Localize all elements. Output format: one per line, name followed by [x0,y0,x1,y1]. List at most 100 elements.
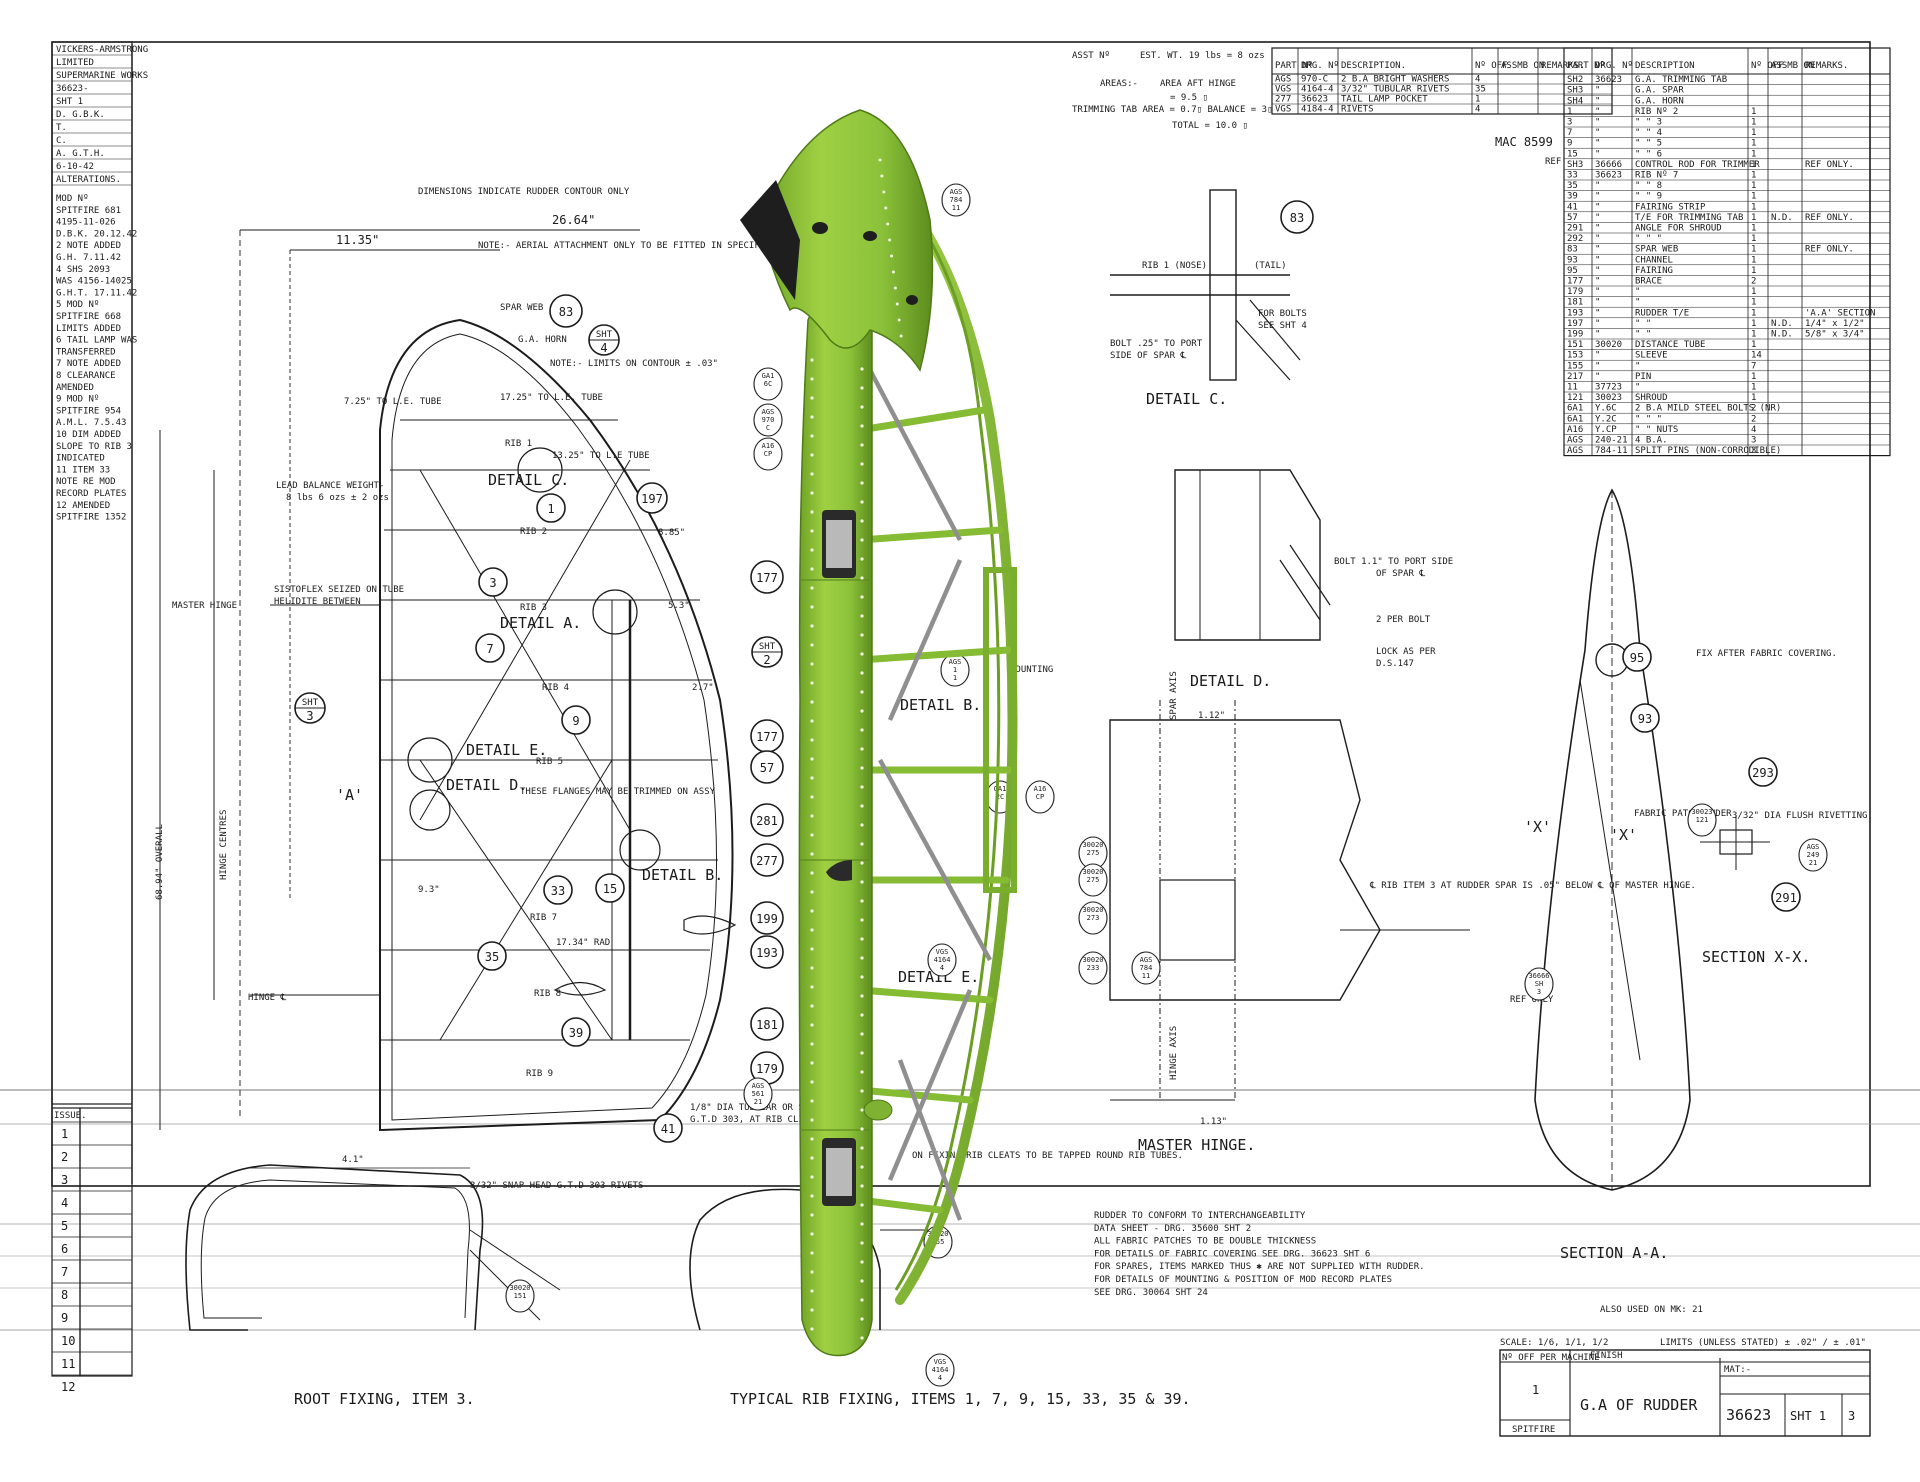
item-balloon-number: 281 [756,814,778,828]
table-header-cell: REMARKS. [1805,61,1848,71]
detail-b2-callout: DETAIL B. [900,696,981,714]
dim-11-35: 11.35" [336,233,379,247]
revision-note-line: RECORD PLATES [56,489,126,499]
revision-note-line: LIMITS ADDED [56,324,121,334]
item-balloon-number: 41 [661,1122,675,1136]
item-balloon: 9 [561,705,591,735]
material-label: MAT:- [1724,1365,1751,1375]
hinge-centres-dim: HINGE CENTRES [219,810,229,880]
reference-balloon-text: 6C [764,380,772,388]
table-cell: 3 [1751,446,1756,456]
table-cell: 1 [1751,383,1756,393]
sheet-label-text: SHT [302,698,319,708]
table-cell: REF ONLY. [1805,213,1854,223]
item-balloon-number: 277 [756,854,778,868]
item-balloon-number: 197 [641,492,663,506]
reference-balloon-text: 561 [752,1090,765,1098]
dim-5-3: 5.3" [668,601,690,611]
two-per-bolt: 2 PER BOLT [1376,615,1431,625]
item-balloon-number: 35 [485,950,499,964]
table-cell: " " 5 [1635,139,1662,149]
reference-balloon-text: AGS [752,1082,765,1090]
table-cell: 177 [1567,277,1583,287]
revision-note-line: D.B.K. 20.12.42 [56,229,137,239]
master-hinge-label: MASTER HINGE [172,601,237,611]
rib9-label: RIB 9 [526,1069,553,1079]
trim-tab-frame [983,567,1017,893]
table-cell: VGS [1275,105,1291,115]
dim-17-25: 17.25" TO L.E. TUBE [500,393,603,403]
table-cell: 7 [1567,128,1572,138]
table-cell: 35 [1567,181,1578,191]
table-cell: 240-21 [1595,436,1628,446]
reference-balloon-text: 3 [1537,988,1541,996]
table-cell: REF ONLY. [1805,160,1854,170]
revision-header-line: A. G.T.H. [56,149,105,159]
rib5-label: RIB 5 [536,757,563,767]
table-cell: 36666 [1595,160,1622,170]
issue-number: 11 [61,1357,75,1371]
title-block: Nº OFF PER MACHINE 1 SPITFIRE FINISH G.A… [1499,1305,1871,1437]
table-cell: 41 [1567,202,1578,212]
table-cell: " [1595,255,1600,265]
spar-web-label: SPAR WEB [500,303,543,313]
table-cell: 121 [1567,393,1583,403]
sistoflex-note: SISTOFLEX SEIZED ON TUBE [274,585,404,595]
table-cell: 'A.A' SECTION [1805,308,1875,318]
table-cell: " [1595,107,1600,117]
reference-balloon-text: 2C [996,793,1004,801]
item-balloon: 41 [653,1113,683,1143]
bottom-view-titles: ROOT FIXING, ITEM 3. TYPICAL RIB FIXING,… [294,1390,1191,1408]
table-cell: 1 [1751,149,1756,159]
table-cell: SLEEVE [1635,351,1668,361]
reference-balloon-text: 30020 [509,1284,530,1292]
detail-d-view [1174,469,1331,641]
reference-balloon-text: SH [1535,980,1543,988]
table-cell: " [1595,86,1600,96]
item-balloon-number: 1 [547,502,554,516]
reference-balloon-text: 21 [754,1098,762,1106]
revision-note-line: 10 DIM ADDED [56,430,121,440]
reference-balloon-text: 275 [1087,876,1100,884]
general-note-line: FOR DETAILS OF MOUNTING & POSITION OF MO… [1094,1275,1392,1285]
revision-note-line: 6 TAIL LAMP WAS [56,336,137,346]
table-cell: 1 [1751,308,1756,318]
hinge-axis-label: HINGE AXIS [1169,1026,1179,1080]
table-cell: " " 8 [1635,181,1662,191]
dim-1-13: 1.13" [1200,1117,1227,1127]
table-cell: 36623 [1301,95,1328,105]
item-balloon-number: 15 [603,882,617,896]
rib-note: ℄ RIB ITEM 3 AT RUDDER SPAR IS .05" BELO… [1369,881,1696,891]
table-cell: Y.2C [1595,414,1617,424]
table-cell: Y.CP [1595,425,1617,435]
section-xx-title: SECTION X-X. [1702,948,1810,966]
reference-balloon-text: 233 [1087,964,1100,972]
reference-balloon-text: 4 [940,964,944,972]
table-cell: 4 B.A. [1635,436,1668,446]
table-cell: " [1595,213,1600,223]
est-weight: EST. WT. 19 lbs = 8 ozs [1140,51,1265,61]
table-cell: " [1595,149,1600,159]
revision-note-line: WAS 4156-14025 [56,277,132,287]
table-cell: 1 [1751,298,1756,308]
table-cell: 1 [1751,128,1756,138]
item-balloon-number: 33 [551,884,565,898]
table-cell: " [1595,361,1600,371]
detail-d-callout: DETAIL D. [446,776,527,794]
item-balloon: 291 [1771,882,1801,912]
table-cell: " [1595,245,1600,255]
mac-reference: MAC 8599 [1495,135,1553,149]
of-spar-note: OF SPAR ℄ [1376,569,1425,579]
table-cell: 95 [1567,266,1578,276]
detail-b-callout: DETAIL B. [642,866,723,884]
table-cell: " [1595,330,1600,340]
overall-dim: 68.94" OVERALL [155,824,165,900]
item-balloon: 181 [750,1007,784,1041]
revision-note-line: NOTE RE MOD [56,477,116,487]
table-cell: 36623 [1595,171,1622,181]
table-cell: " " 3 [1635,118,1662,128]
table-cell: 1 [1475,95,1480,105]
